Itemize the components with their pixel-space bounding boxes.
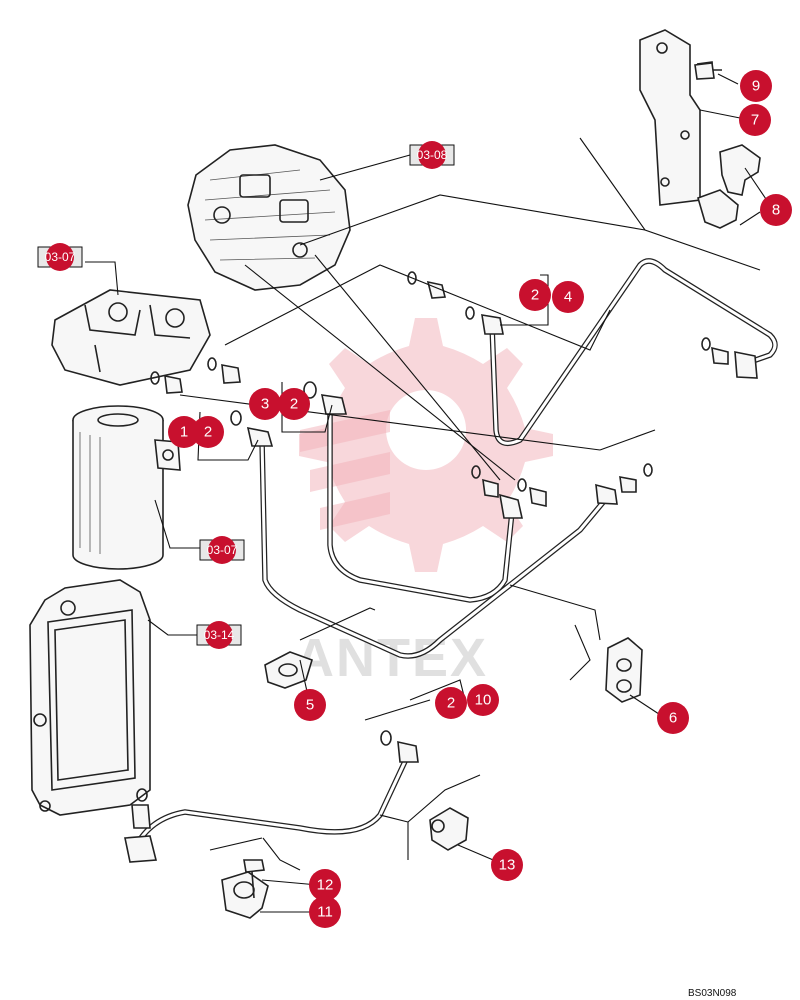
callout-13[interactable]: 13 <box>491 849 523 881</box>
svg-text:10: 10 <box>475 692 492 709</box>
svg-text:2: 2 <box>204 424 212 441</box>
callout-5[interactable]: 5 <box>294 689 326 721</box>
watermark-text: ANTEX <box>295 628 488 688</box>
watermark-gear-icon <box>299 318 553 572</box>
callout-3[interactable]: 3 <box>249 388 281 420</box>
ref-box-03-08[interactable]: 03-08 <box>409 141 455 169</box>
svg-text:1: 1 <box>180 424 188 441</box>
callout-10[interactable]: 10 <box>467 684 499 716</box>
control-valve <box>187 144 351 291</box>
drawing-code: BS03N098 <box>688 988 737 999</box>
svg-text:03-08: 03-08 <box>417 148 448 162</box>
svg-text:03-07: 03-07 <box>207 543 238 557</box>
callout-2-lower[interactable]: 2 <box>435 687 467 719</box>
fittings <box>124 271 758 863</box>
callout-12[interactable]: 12 <box>309 869 341 901</box>
ref-box-03-07-valve[interactable]: 03-07 <box>37 243 83 271</box>
ref-box-03-14[interactable]: 03-14 <box>196 621 242 649</box>
grommet-13 <box>429 807 469 851</box>
ref-box-03-07-filter[interactable]: 03-07 <box>199 536 245 564</box>
hydraulic-tubes <box>132 258 778 851</box>
callout-6[interactable]: 6 <box>657 702 689 734</box>
clamp-11 <box>221 871 269 919</box>
clamp-upper <box>697 144 761 229</box>
mounting-bracket <box>639 29 722 206</box>
clamp-6 <box>605 637 643 703</box>
callout-1[interactable]: 1 <box>168 416 200 448</box>
bolt-9 <box>694 62 715 80</box>
svg-text:03-14: 03-14 <box>204 628 235 642</box>
svg-text:9: 9 <box>752 78 760 95</box>
pilot-valve-block <box>51 289 211 386</box>
svg-text:2: 2 <box>531 287 539 304</box>
filter-canister <box>72 405 181 570</box>
callout-2-left[interactable]: 2 <box>192 416 224 448</box>
svg-text:4: 4 <box>564 289 572 306</box>
svg-text:13: 13 <box>499 857 516 874</box>
svg-text:03-07: 03-07 <box>45 250 76 264</box>
callout-7[interactable]: 7 <box>739 104 771 136</box>
svg-text:2: 2 <box>447 695 455 712</box>
svg-text:2: 2 <box>290 396 298 413</box>
leader-lines <box>85 73 771 913</box>
svg-text:7: 7 <box>751 112 759 129</box>
svg-text:6: 6 <box>669 710 677 727</box>
bolt-12 <box>243 859 265 899</box>
svg-text:8: 8 <box>772 202 780 219</box>
callout-11[interactable]: 11 <box>309 896 341 928</box>
callout-8[interactable]: 8 <box>760 194 792 226</box>
svg-text:11: 11 <box>317 904 333 921</box>
callout-2-upper[interactable]: 2 <box>519 279 551 311</box>
svg-text:5: 5 <box>306 697 314 714</box>
callout-4[interactable]: 4 <box>552 281 584 313</box>
callout-2-mid[interactable]: 2 <box>278 388 310 420</box>
svg-text:12: 12 <box>317 877 334 894</box>
svg-text:3: 3 <box>261 396 269 413</box>
callout-9[interactable]: 9 <box>740 70 772 102</box>
oil-cooler <box>29 579 151 816</box>
